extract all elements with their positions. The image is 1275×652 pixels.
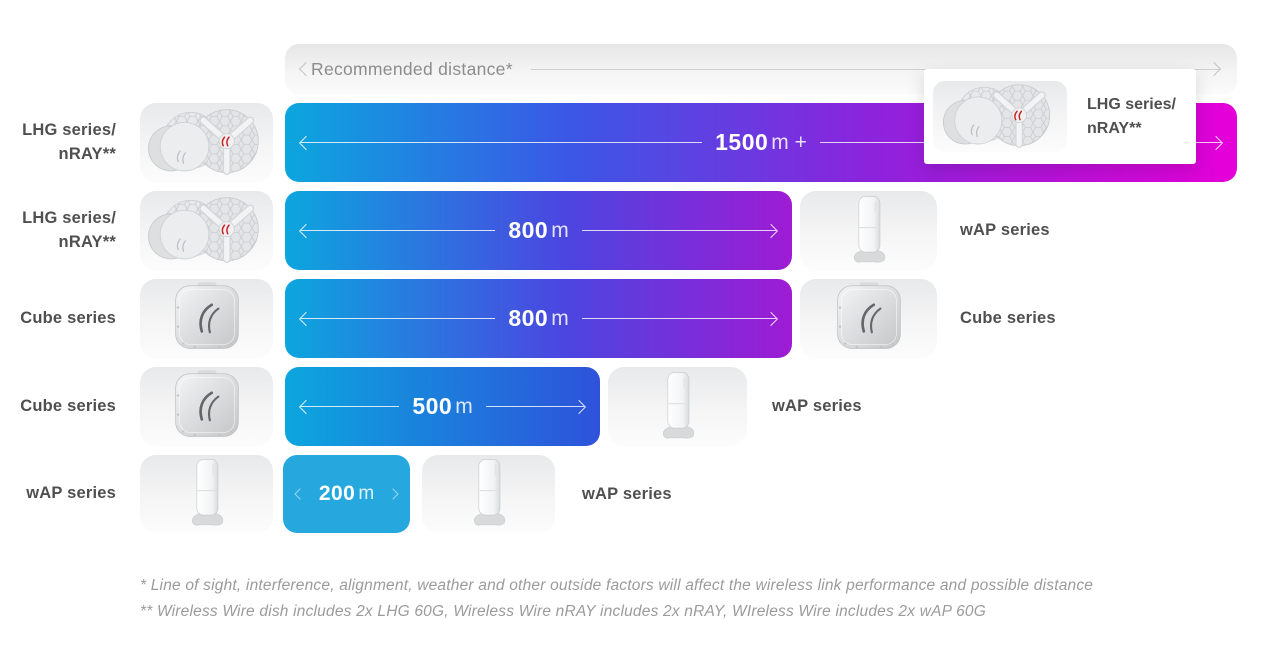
row3-right-label-text: Cube series: [960, 309, 1056, 327]
row5-left-device-box: [140, 455, 273, 533]
row3-left-label: Cube series: [0, 279, 116, 358]
row1-left-device-box: [140, 103, 273, 182]
distance-bar-200m: 200 m: [283, 455, 410, 533]
wap-icon: [827, 193, 911, 269]
bar-line-left: [301, 230, 496, 231]
header-axis-line: [530, 68, 1219, 70]
row1-left-label-line1: LHG series/: [22, 121, 116, 140]
row2-left-label-line2: nRAY**: [58, 232, 116, 251]
distance-bar-1500m: 1500 m +: [285, 103, 1237, 182]
row2-right-label: wAP series: [960, 191, 1050, 270]
wap-icon: [165, 456, 249, 532]
row2-right-device-box: [800, 191, 937, 270]
row1-left-label-line2: nRAY**: [58, 144, 116, 163]
bar-line-left: [301, 142, 703, 143]
distance-value: 200: [318, 482, 356, 505]
cube-icon: [168, 369, 246, 445]
row3-left-label-line1: Cube series: [20, 308, 116, 327]
row5-right-device-box: [422, 455, 555, 533]
row5-right-label: wAP series: [582, 455, 672, 533]
footnote-line2: ** Wireless Wire dish includes 2x LHG 60…: [140, 603, 986, 620]
distance-unit: m: [551, 306, 569, 330]
bar-line-right: [581, 230, 776, 231]
distance-value: 500: [412, 393, 453, 419]
row2-left-label-line1: LHG series/: [22, 209, 116, 228]
row2-left-device-box: [140, 191, 273, 270]
lhg-dish-icon: [939, 82, 1061, 152]
row4-right-device-box: [608, 367, 747, 446]
lhg-series-card: LHG series/ nRAY**: [924, 69, 1196, 164]
bar-arrow-left-icon: [298, 135, 314, 150]
row2-right-label-text: wAP series: [960, 221, 1050, 239]
bar-line-left: [301, 318, 496, 319]
cube-icon: [168, 281, 246, 357]
row4-left-device-box: [140, 367, 273, 446]
row4-left-label-line1: Cube series: [20, 396, 116, 415]
wap-icon: [636, 369, 720, 445]
distance-value: 1500: [715, 129, 769, 155]
bar-arrow-right-icon: [1208, 135, 1224, 150]
bar-arrow-left-icon: [298, 311, 314, 326]
row3-left-device-box: [140, 279, 273, 358]
row3-right-device-box: [800, 279, 937, 358]
footnote-line1: * Line of sight, interference, alignment…: [140, 577, 1094, 594]
bar-arrow-right-icon: [763, 311, 779, 326]
bar-chevron-right-icon: [387, 488, 399, 500]
distance-unit: m: [551, 218, 569, 242]
row4-left-label: Cube series: [0, 367, 116, 446]
row4-right-label-text: wAP series: [772, 397, 862, 415]
row5-left-label: wAP series: [0, 455, 116, 533]
bar-line-right: [485, 406, 584, 407]
cube-icon: [830, 281, 908, 357]
distance-bar-800m-b: 800 m: [285, 279, 792, 358]
bar-arrow-right-icon: [763, 223, 779, 238]
distance-unit: m: [455, 394, 473, 418]
distance-unit: m: [358, 483, 375, 504]
card-label: LHG series/ nRAY**: [1087, 93, 1176, 139]
distance-bar-500m: 500 m: [285, 367, 600, 446]
row5-left-label-line1: wAP series: [26, 484, 116, 503]
card-label-line1: LHG series/: [1087, 96, 1176, 114]
row3-right-label: Cube series: [960, 279, 1056, 358]
distance-value: 800: [508, 305, 549, 331]
arrow-right-icon: [1206, 61, 1222, 77]
bar-line-left: [301, 406, 400, 407]
row1-left-label: LHG series/ nRAY**: [0, 103, 116, 182]
distance-value: 800: [508, 217, 549, 243]
row5-right-label-text: wAP series: [582, 484, 672, 503]
bar-arrow-right-icon: [571, 399, 587, 414]
lhg-dish-icon: [144, 106, 270, 180]
distance-unit: m +: [771, 130, 807, 154]
header-title: Recommended distance*: [311, 58, 513, 79]
card-device-box: [933, 81, 1067, 152]
bar-arrow-left-icon: [298, 399, 314, 414]
card-label-line2: nRAY**: [1087, 119, 1142, 137]
distance-bar-800m-a: 800 m: [285, 191, 792, 270]
bar-line-right: [581, 318, 776, 319]
wap-icon: [447, 456, 531, 532]
footnotes: * Line of sight, interference, alignment…: [140, 573, 1260, 625]
lhg-dish-icon: [144, 194, 270, 268]
row2-left-label: LHG series/ nRAY**: [0, 191, 116, 270]
row4-right-label: wAP series: [772, 367, 862, 446]
bar-arrow-left-icon: [298, 223, 314, 238]
bar-chevron-left-icon: [294, 488, 306, 500]
